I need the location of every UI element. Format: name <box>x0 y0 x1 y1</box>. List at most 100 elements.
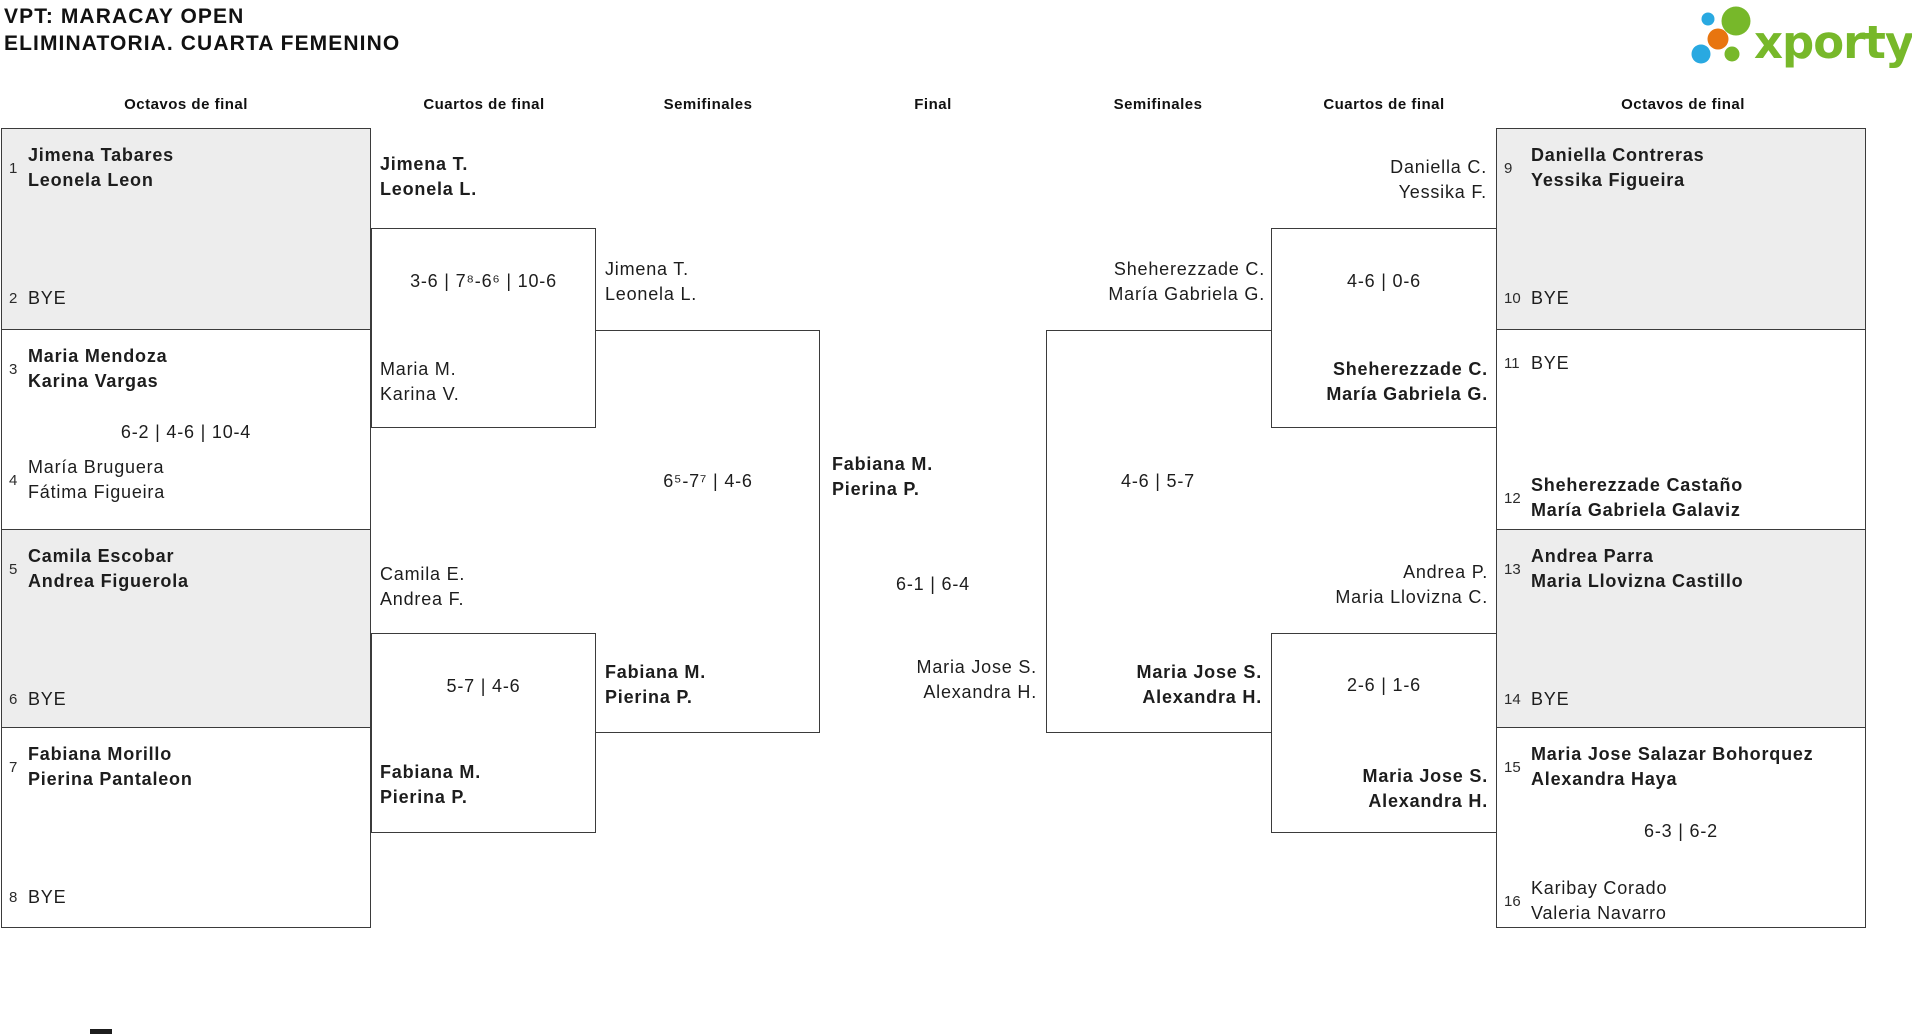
qf-left-1-team1: Jimena T. Leonela L. <box>380 154 478 199</box>
round-header-qf-right: Cuartos de final <box>1323 96 1445 113</box>
bye-label: BYE <box>1531 288 1570 308</box>
seed-number: 8 <box>9 889 18 906</box>
bye-row: 14 BYE <box>1497 687 1865 712</box>
team-names: María Bruguera Fátima Figueira <box>28 457 166 502</box>
bye-row: 11 BYE <box>1497 351 1865 376</box>
round-header-final: Final <box>914 96 952 113</box>
qf-left-2-score: 5-7 | 4-6 <box>446 676 521 696</box>
seed-number: 16 <box>1504 892 1521 910</box>
team-names: Camila Escobar Andrea Figuerola <box>28 546 189 591</box>
match-box-sf-left[interactable] <box>596 330 820 733</box>
match-score: 6-3 | 6-2 <box>1644 821 1718 841</box>
logo-dot-blue-small <box>1701 12 1715 26</box>
team-row: 3 Maria Mendoza Karina Vargas <box>2 344 370 394</box>
team-row: 7 Fabiana Morillo Pierina Pantaleon <box>2 742 370 792</box>
bye-row: 6 BYE <box>2 687 370 712</box>
logo-dot-green-small <box>1724 46 1740 62</box>
seed-number: 11 <box>1504 355 1520 372</box>
bye-row: 8 BYE <box>2 885 370 910</box>
round-header-sf-right: Semifinales <box>1113 96 1203 113</box>
team-names: Fabiana Morillo Pierina Pantaleon <box>28 744 193 789</box>
seed-number: 14 <box>1504 691 1521 708</box>
bye-label: BYE <box>1531 689 1570 709</box>
match-box-r16-left-1[interactable]: 1 Jimena Tabares Leonela Leon 2 BYE <box>1 128 371 330</box>
xporty-logo-graphic: xporty <box>1691 6 1915 69</box>
sf-left-score: 6⁵-7⁷ | 4-6 <box>663 471 753 491</box>
team-row: 13 Andrea Parra Maria Llovizna Castillo <box>1497 544 1865 594</box>
seed-number: 1 <box>9 159 18 177</box>
seed-number: 3 <box>9 360 18 378</box>
bye-row: 10 BYE <box>1497 286 1865 311</box>
match-box-r16-left-3[interactable]: 5 Camila Escobar Andrea Figuerola 6 BYE <box>1 530 371 728</box>
team-row: 4 María Bruguera Fátima Figueira <box>2 455 370 505</box>
team-names: Karibay Corado Valeria Navarro <box>1531 878 1668 923</box>
window-edge-artifact <box>90 1029 112 1034</box>
match-box-r16-left-4[interactable]: 7 Fabiana Morillo Pierina Pantaleon 8 BY… <box>1 728 371 928</box>
qf-right-2-team2: Maria Jose S. Alexandra H. <box>1362 766 1488 811</box>
team-row: 9 Daniella Contreras Yessika Figueira <box>1497 143 1865 193</box>
bye-label: BYE <box>1531 353 1570 373</box>
logo-wordmark: xporty <box>1754 16 1912 69</box>
event-title: VPT: MARACAY OPEN ELIMINATORIA. CUARTA F… <box>4 3 400 57</box>
sf-right-team2: Maria Jose S. Alexandra H. <box>1136 662 1262 707</box>
seed-number: 2 <box>9 290 18 307</box>
match-box-r16-left-2[interactable]: 3 Maria Mendoza Karina Vargas 6-2 | 4-6 … <box>1 330 371 530</box>
bye-label: BYE <box>28 689 67 709</box>
team-row: 5 Camila Escobar Andrea Figuerola <box>2 544 370 594</box>
team-names: Andrea Parra Maria Llovizna Castillo <box>1531 546 1744 591</box>
sf-right-score: 4-6 | 5-7 <box>1121 471 1195 491</box>
seed-number: 7 <box>9 758 18 776</box>
qf-right-1-team2: Sheherezzade C. María Gabriela G. <box>1326 359 1488 404</box>
event-name: VPT: MARACAY OPEN <box>4 5 245 28</box>
match-box-sf-right[interactable] <box>1046 330 1271 733</box>
qf-left-1-team2: Maria M. Karina V. <box>380 359 460 404</box>
bye-row: 2 BYE <box>2 286 370 311</box>
bye-label: BYE <box>28 288 67 308</box>
qf-left-2-team2: Fabiana M. Pierina P. <box>380 762 482 807</box>
team-names: Sheherezzade Castaño María Gabriela Gala… <box>1531 475 1744 520</box>
team-row: 1 Jimena Tabares Leonela Leon <box>2 143 370 193</box>
seed-number: 9 <box>1504 159 1513 177</box>
team-row: 12 Sheherezzade Castaño María Gabriela G… <box>1497 473 1865 523</box>
round-header-r16-right: Octavos de final <box>1621 96 1745 113</box>
match-box-qf-left-2[interactable] <box>371 633 596 833</box>
seed-number: 15 <box>1504 758 1521 776</box>
team-names: Maria Mendoza Karina Vargas <box>28 346 168 391</box>
seed-number: 10 <box>1504 290 1521 307</box>
bye-label: BYE <box>28 887 67 907</box>
match-box-r16-right-4[interactable]: 15 Maria Jose Salazar Bohorquez Alexandr… <box>1496 728 1866 928</box>
match-box-qf-left-1[interactable] <box>371 228 596 428</box>
team-row: 15 Maria Jose Salazar Bohorquez Alexandr… <box>1497 742 1865 792</box>
round-header-sf-left: Semifinales <box>663 96 753 113</box>
logo-dot-orange <box>1707 28 1729 50</box>
qf-left-1-score: 3-6 | 7⁸-6⁶ | 10-6 <box>410 271 557 291</box>
seed-number: 12 <box>1504 489 1521 507</box>
round-header-qf-left: Cuartos de final <box>423 96 545 113</box>
final-score: 6-1 | 6-4 <box>896 574 970 594</box>
round-header-r16-left: Octavos de final <box>124 96 248 113</box>
seed-number: 6 <box>9 691 18 708</box>
seed-number: 4 <box>9 471 18 489</box>
sf-left-team1: Jimena T. Leonela L. <box>605 259 698 304</box>
logo-dot-green-large <box>1721 6 1751 36</box>
match-box-r16-right-3[interactable]: 13 Andrea Parra Maria Llovizna Castillo … <box>1496 530 1866 728</box>
team-row: 16 Karibay Corado Valeria Navarro <box>1497 876 1865 926</box>
team-names: Maria Jose Salazar Bohorquez Alexandra H… <box>1531 744 1814 789</box>
bracket-subtitle: ELIMINATORIA. CUARTA FEMENINO <box>4 32 401 55</box>
qf-right-1-score: 4-6 | 0-6 <box>1347 271 1421 291</box>
seed-number: 13 <box>1504 560 1521 578</box>
match-box-qf-right-1[interactable] <box>1271 228 1497 428</box>
match-box-qf-right-2[interactable] <box>1271 633 1497 833</box>
match-box-r16-right-1[interactable]: 9 Daniella Contreras Yessika Figueira 10… <box>1496 128 1866 330</box>
final-team1: Fabiana M. Pierina P. <box>832 454 934 499</box>
logo-dot-blue-large <box>1691 44 1711 64</box>
xporty-logo[interactable]: xporty <box>1676 0 1915 75</box>
match-box-r16-right-2[interactable]: 11 BYE 12 Sheherezzade Castaño María Gab… <box>1496 330 1866 530</box>
team-names: Jimena Tabares Leonela Leon <box>28 145 174 190</box>
match-score: 6-2 | 4-6 | 10-4 <box>120 422 252 442</box>
sf-left-team2: Fabiana M. Pierina P. <box>605 662 707 707</box>
seed-number: 5 <box>9 560 18 578</box>
qf-left-2-team1: Camila E. Andrea F. <box>380 564 466 609</box>
qf-right-2-team1: Andrea P. Maria Llovizna C. <box>1335 562 1488 607</box>
